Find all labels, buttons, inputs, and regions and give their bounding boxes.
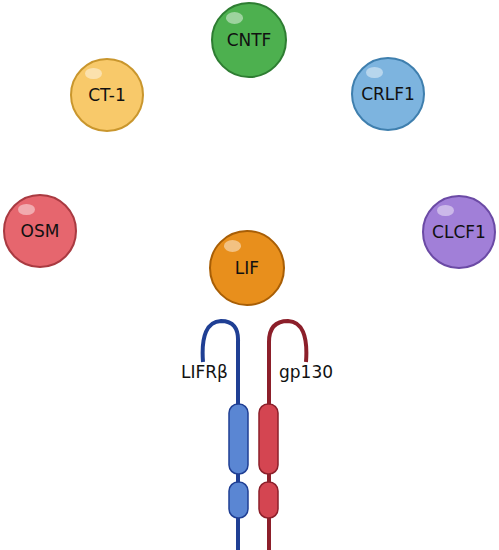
ligand-circle: CRLF1 — [351, 57, 425, 131]
receptor-label: gp130 — [279, 362, 333, 382]
lifr-domain — [229, 482, 248, 518]
ligand-circle: CT-1 — [70, 58, 144, 132]
ligand-circle: OSM — [3, 194, 77, 268]
gp130-receptor — [259, 321, 306, 550]
highlight — [366, 67, 383, 78]
highlight — [85, 68, 102, 79]
gp130-domain — [259, 482, 278, 518]
ligand-name: CNTF — [227, 31, 272, 50]
ligand-name: OSM — [21, 222, 60, 241]
ligand-circle: CLCF1 — [422, 195, 496, 269]
lifr-domain — [229, 404, 248, 474]
lifr-receptor — [203, 321, 248, 550]
highlight — [18, 204, 35, 215]
highlight — [437, 205, 454, 216]
gp130-domain — [259, 404, 278, 474]
ligand-name: CLCF1 — [432, 223, 486, 242]
ligand-name: LIF — [235, 259, 259, 278]
receptor-label: LIFRβ — [181, 362, 228, 382]
ligand-name: CT-1 — [88, 86, 126, 105]
highlight — [226, 12, 243, 23]
ligand-circle: LIF — [209, 230, 285, 306]
highlight — [224, 240, 241, 251]
ligand-name: CRLF1 — [361, 85, 415, 104]
ligand-circle: CNTF — [211, 2, 287, 78]
